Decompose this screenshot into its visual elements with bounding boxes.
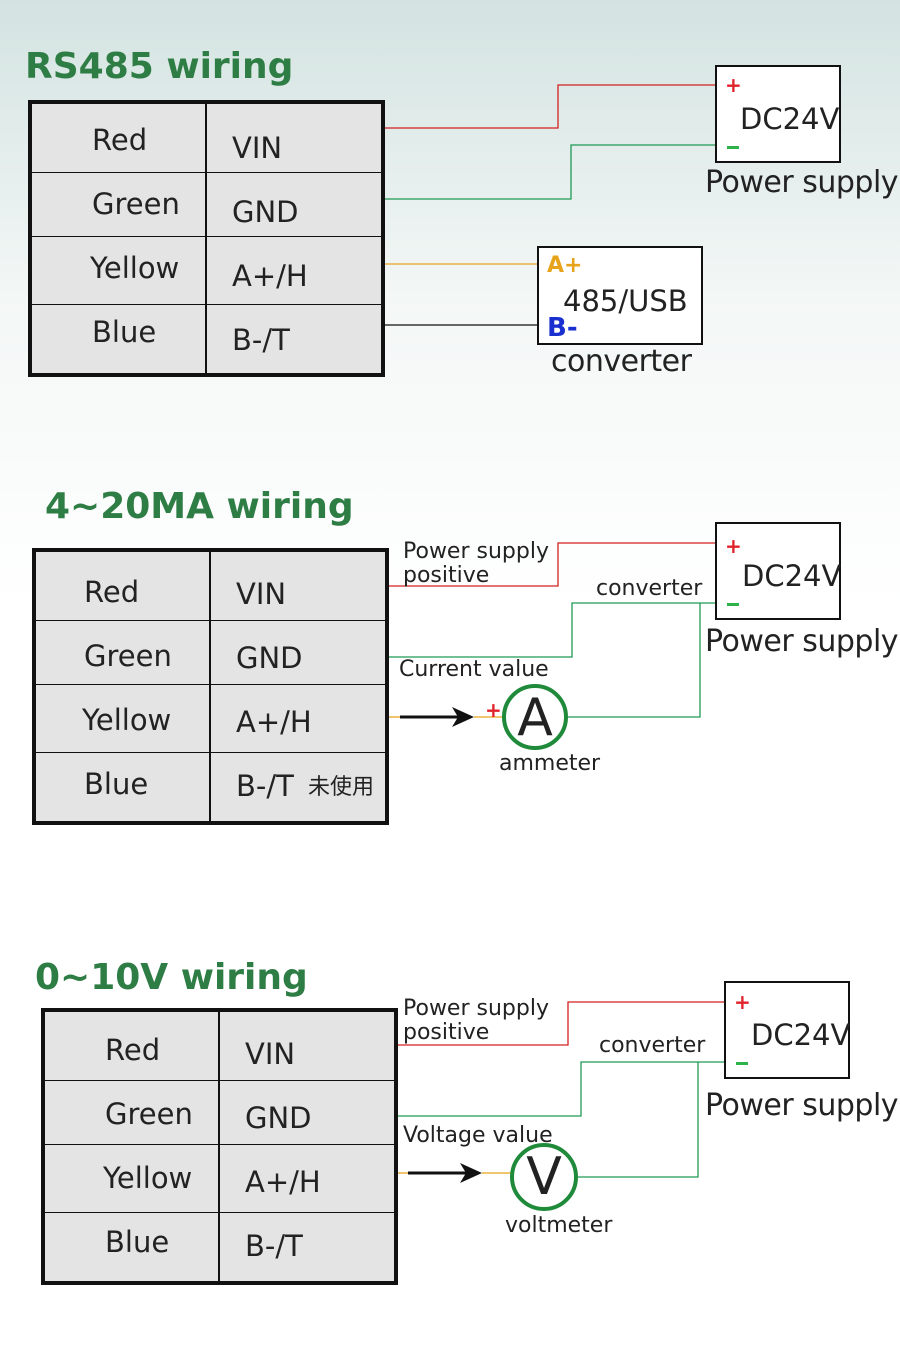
volt-supply-label-line2: positive xyxy=(403,1020,490,1045)
pin-label: VIN xyxy=(236,577,287,611)
a-plus-terminal: A+ xyxy=(547,253,583,278)
volt-power-supply-caption: Power supply xyxy=(705,1088,899,1123)
rs485-wire-table: Red VIN Green GND Yellow A+/H Blue B-/T xyxy=(28,100,385,377)
rs485-power-supply-caption: Power supply xyxy=(705,165,899,200)
pin-label: A+/H xyxy=(245,1165,321,1199)
ma-wire-table: Red VIN Green GND Yellow A+/H Blue B-/T … xyxy=(32,548,389,825)
ma-converter-label: converter xyxy=(596,576,703,601)
wire-color-label: Green xyxy=(105,1097,193,1131)
pin-label: GND xyxy=(232,195,299,229)
ammeter-plus-terminal: + xyxy=(485,698,502,722)
power-voltage-label: DC24V xyxy=(740,102,840,136)
ammeter-icon: A xyxy=(502,684,568,750)
ma-meter-return-wire xyxy=(566,603,701,718)
wire-color-label: Yellow xyxy=(82,703,172,737)
volt-converter-label: converter xyxy=(599,1033,706,1058)
ma-green-wire xyxy=(388,602,716,658)
pin-label: VIN xyxy=(245,1037,296,1071)
ma-arrowhead xyxy=(452,707,474,727)
ma-supply-label-line2: positive xyxy=(403,563,490,588)
pin-label: VIN xyxy=(232,131,283,165)
volt-wire-table: Red VIN Green GND Yellow A+/H Blue B-/T xyxy=(41,1008,398,1285)
volt-red-wire xyxy=(396,1001,725,1046)
power-voltage-label: DC24V xyxy=(742,559,842,593)
pin-label: B-/T xyxy=(245,1229,303,1263)
table-divider xyxy=(218,1012,220,1281)
volt-voltage-value-label: Voltage value xyxy=(403,1123,553,1148)
converter-label: 485/USB xyxy=(563,284,688,318)
rs485-red-wire xyxy=(384,84,716,129)
pin-label: GND xyxy=(245,1101,312,1135)
plus-terminal: + xyxy=(725,534,742,558)
wire-color-label: Blue xyxy=(84,767,149,801)
volt-meter-return-wire xyxy=(576,1062,699,1178)
plus-terminal: + xyxy=(725,73,742,97)
wire-color-label: Red xyxy=(92,123,148,157)
ma-supply-label-line1: Power supply xyxy=(403,539,549,564)
table-divider xyxy=(209,552,211,821)
voltmeter-caption: voltmeter xyxy=(505,1213,613,1238)
volt-supply-label-line1: Power supply xyxy=(403,996,549,1021)
rs485-green-wire xyxy=(384,144,716,200)
minus-terminal xyxy=(736,1062,748,1065)
ma-current-value-label: Current value xyxy=(399,657,549,682)
rs485-converter-caption: converter xyxy=(551,344,692,379)
minus-terminal xyxy=(727,603,739,606)
pin-label: GND xyxy=(236,641,303,675)
pin-label: B-/T xyxy=(236,769,294,803)
wire-color-label: Yellow xyxy=(103,1161,193,1195)
pin-label: A+/H xyxy=(236,705,312,739)
b-minus-terminal: B- xyxy=(547,313,578,343)
volt-power-supply-box: + DC24V xyxy=(724,981,850,1079)
wire-color-label: Green xyxy=(92,187,180,221)
wire-color-label: Green xyxy=(84,639,172,673)
rs485-converter-box: A+ B- 485/USB xyxy=(537,246,703,345)
volt-green-wire xyxy=(396,1061,725,1117)
ma-title: 4~20MA wiring xyxy=(45,486,354,527)
ammeter-caption: ammeter xyxy=(499,751,601,776)
rs485-title: RS485 wiring xyxy=(25,46,294,87)
wire-color-label: Red xyxy=(105,1033,161,1067)
wire-color-label: Yellow xyxy=(90,251,180,285)
wire-color-label: Red xyxy=(84,575,140,609)
wire-color-label: Blue xyxy=(92,315,157,349)
rs485-power-supply-box: + DC24V xyxy=(715,65,841,163)
ma-power-supply-box: + DC24V xyxy=(715,522,841,620)
table-divider xyxy=(205,104,207,373)
volt-arrowhead xyxy=(460,1163,482,1183)
volt-title: 0~10V wiring xyxy=(35,957,308,998)
pin-label: B-/T xyxy=(232,323,290,357)
ma-power-supply-caption: Power supply xyxy=(705,624,899,659)
power-voltage-label: DC24V xyxy=(751,1018,851,1052)
unused-note: 未使用 xyxy=(308,775,375,800)
plus-terminal: + xyxy=(734,990,751,1014)
minus-terminal xyxy=(727,146,739,149)
voltmeter-icon: V xyxy=(510,1143,578,1211)
wire-color-label: Blue xyxy=(105,1225,170,1259)
ma-red-wire xyxy=(388,542,716,587)
pin-label: A+/H xyxy=(232,259,308,293)
